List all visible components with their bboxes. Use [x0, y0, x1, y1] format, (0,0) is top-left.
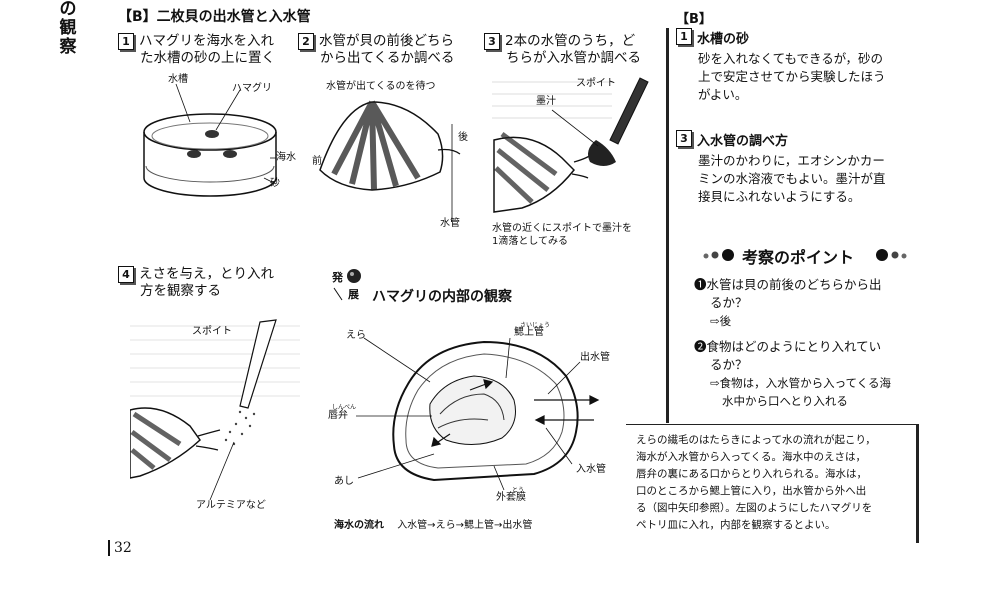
answer-line: 水中から口へとり入れる — [722, 394, 848, 408]
note-line: 口のところから鰓上管に入り，出水管から外へ出 — [636, 485, 867, 497]
question-line: るか？ — [710, 357, 748, 372]
step-line: 水管が貝の前後どちら — [319, 33, 454, 49]
step-3-caption: 水管の近くにスポイトで墨汁を 1滴落としてみる — [492, 222, 632, 248]
note-line: ペトリ皿に入れ，内部を観察するとよい。 — [636, 519, 836, 531]
label-front: 前 — [312, 156, 322, 167]
label-tank: 水槽 — [168, 74, 188, 85]
note-text: えらの繊毛のはたらきによって水の流れが起こり， 海水が入水管から入ってくる。海水… — [636, 432, 912, 534]
note-number: 3 — [676, 130, 692, 147]
note-line: 唇弁の裏にある口からとり入れられる。海水は， — [636, 468, 867, 480]
note-line: る（図中矢印参照）。左図のようにしたハマグリを — [636, 502, 873, 514]
step-number: 3 — [484, 33, 500, 50]
right-heading: 【B】 — [676, 12, 712, 27]
margin-tab: の 観 察 — [56, 0, 80, 57]
question-2: ❷食物はどのようにとり入れてい るか？ ⇨食物は，入水管から入ってくる海 水中か… — [694, 338, 891, 410]
column-divider — [666, 28, 669, 423]
step-number: 1 — [118, 33, 134, 50]
furigana-palp: しんべん — [332, 404, 357, 411]
label-seawater: 海水 — [276, 152, 296, 163]
note-1-body: 砂を入れなくてもできるが，砂の 上で安定させてから実験したほう がよい。 — [698, 50, 920, 104]
tank-illustration — [143, 83, 277, 197]
clam-interior-illustration — [356, 337, 600, 491]
note-line: えらの繊毛のはたらきによって水の流れが起こり， — [636, 434, 876, 446]
left-bubbles-icon — [703, 249, 734, 261]
label-epibranchial: 鰓上管 — [514, 327, 544, 338]
question-mark: ❶ — [694, 277, 707, 292]
step-line: ちらが入水管か調べる — [506, 50, 641, 66]
step-2-caption: 水管が出てくるのを待つ — [326, 81, 436, 92]
answer-line: ⇨食物は，入水管から入ってくる海 — [710, 376, 891, 390]
furigana-epibranchial: さいじょう — [520, 322, 551, 329]
note-3-body: 墨汁のかわりに，エオシンかカー ミンの水溶液でもよい。墨汁が直 接貝にふれないよ… — [698, 152, 920, 206]
note-number: 1 — [676, 28, 692, 45]
step-line: えさを与え，とり入れ — [139, 266, 274, 282]
label-dropper: スポイト — [576, 78, 616, 89]
note-line: 海水が入水管から入ってくる。海水中のえさは， — [636, 451, 866, 463]
flow-line: 海水の流れ 入水管→えら→鰓上管→出水管 — [334, 516, 532, 531]
label-back: 後 — [458, 132, 468, 143]
body-line: 砂を入れなくてもできるが，砂の — [698, 51, 884, 66]
step-number: 4 — [118, 266, 134, 283]
ink-dropper-illustration — [492, 77, 649, 213]
note-title-text: 入水管の調べ方 — [697, 134, 789, 149]
furigana-mantle: とう — [512, 487, 525, 494]
label-dropper-4: スポイト — [192, 326, 232, 337]
step-1-title: 1 ハマグリを海水を入れ た水槽の砂の上に置く — [118, 33, 275, 67]
caption-line: 1滴落としてみる — [492, 236, 569, 247]
note-title-text: 水槽の砂 — [697, 32, 750, 47]
flow-label: 海水の流れ — [334, 520, 384, 531]
right-bubbles-icon — [876, 249, 907, 261]
label-incurrent: 入水管 — [576, 464, 606, 475]
note-box — [626, 424, 919, 543]
advanced-title: ハマグリの内部の観察 — [372, 289, 512, 305]
step-2-title: 2 水管が貝の前後どちら から出てくるか調べる — [298, 33, 454, 67]
label-foot: あし — [334, 476, 354, 487]
answer-line: ⇨後 — [710, 314, 732, 328]
page-number: 32 — [108, 540, 132, 556]
margin-tab-char: 察 — [59, 37, 77, 57]
body-line: 接貝にふれないようにする。 — [698, 189, 861, 204]
step-line: 方を観察する — [140, 283, 221, 299]
step-line: 2本の水管のうち，ど — [505, 33, 636, 49]
body-line: 墨汁のかわりに，エオシンかカー — [698, 153, 885, 168]
note-1-title: 1 水槽の砂 — [676, 28, 749, 47]
step-number: 2 — [298, 33, 314, 50]
badge-top: 発 — [332, 271, 343, 284]
question-mark: ❷ — [694, 339, 707, 354]
badge-bottom: 展 — [348, 288, 359, 301]
body-line: 上で安定させてから実験したほう — [698, 69, 886, 84]
step-line: ハマグリを海水を入れ — [139, 33, 274, 49]
feeding-illustration — [130, 319, 300, 501]
question-1: ❶水管は貝の前後のどちらから出 るか？ ⇨後 — [694, 276, 882, 330]
margin-tab-char: の — [59, 0, 77, 19]
label-mantle: 外套膜 — [496, 492, 526, 503]
body-line: ミンの水溶液でもよい。墨汁が直 — [698, 171, 886, 186]
body-line: がよい。 — [698, 87, 748, 102]
label-artemia: アルテミアなど — [196, 500, 266, 511]
section-heading: 【B】二枚貝の出水管と入水管 — [118, 9, 311, 25]
caption-line: 水管の近くにスポイトで墨汁を — [492, 223, 632, 234]
clam-siphon-illustration — [319, 100, 461, 222]
question-line: るか？ — [710, 295, 748, 310]
points-title: 考察のポイント — [742, 248, 855, 267]
label-palp: 唇弁 — [328, 410, 348, 421]
label-excurrent: 出水管 — [580, 352, 610, 363]
step-line: た水槽の砂の上に置く — [140, 50, 275, 66]
question-line: 水管は貝の前後のどちらから出 — [706, 277, 882, 292]
note-3-title: 3 入水管の調べ方 — [676, 130, 788, 149]
label-siphon: 水管 — [440, 218, 460, 229]
label-clam: ハマグリ — [232, 83, 272, 94]
step-4-title: 4 えさを与え，とり入れ 方を観察する — [118, 266, 274, 300]
label-gill: えら — [346, 330, 366, 341]
step-line: から出てくるか調べる — [320, 50, 455, 66]
label-sand: 砂 — [270, 178, 280, 189]
label-ink: 墨汁 — [536, 96, 556, 107]
margin-tab-char: 観 — [59, 18, 77, 38]
step-3-title: 3 2本の水管のうち，ど ちらが入水管か調べる — [484, 33, 641, 67]
flow-text: 入水管→えら→鰓上管→出水管 — [397, 520, 533, 531]
question-line: 食物はどのようにとり入れてい — [706, 339, 882, 354]
advanced-badge: 発 展 — [332, 268, 364, 306]
sphere-icon — [333, 269, 361, 301]
